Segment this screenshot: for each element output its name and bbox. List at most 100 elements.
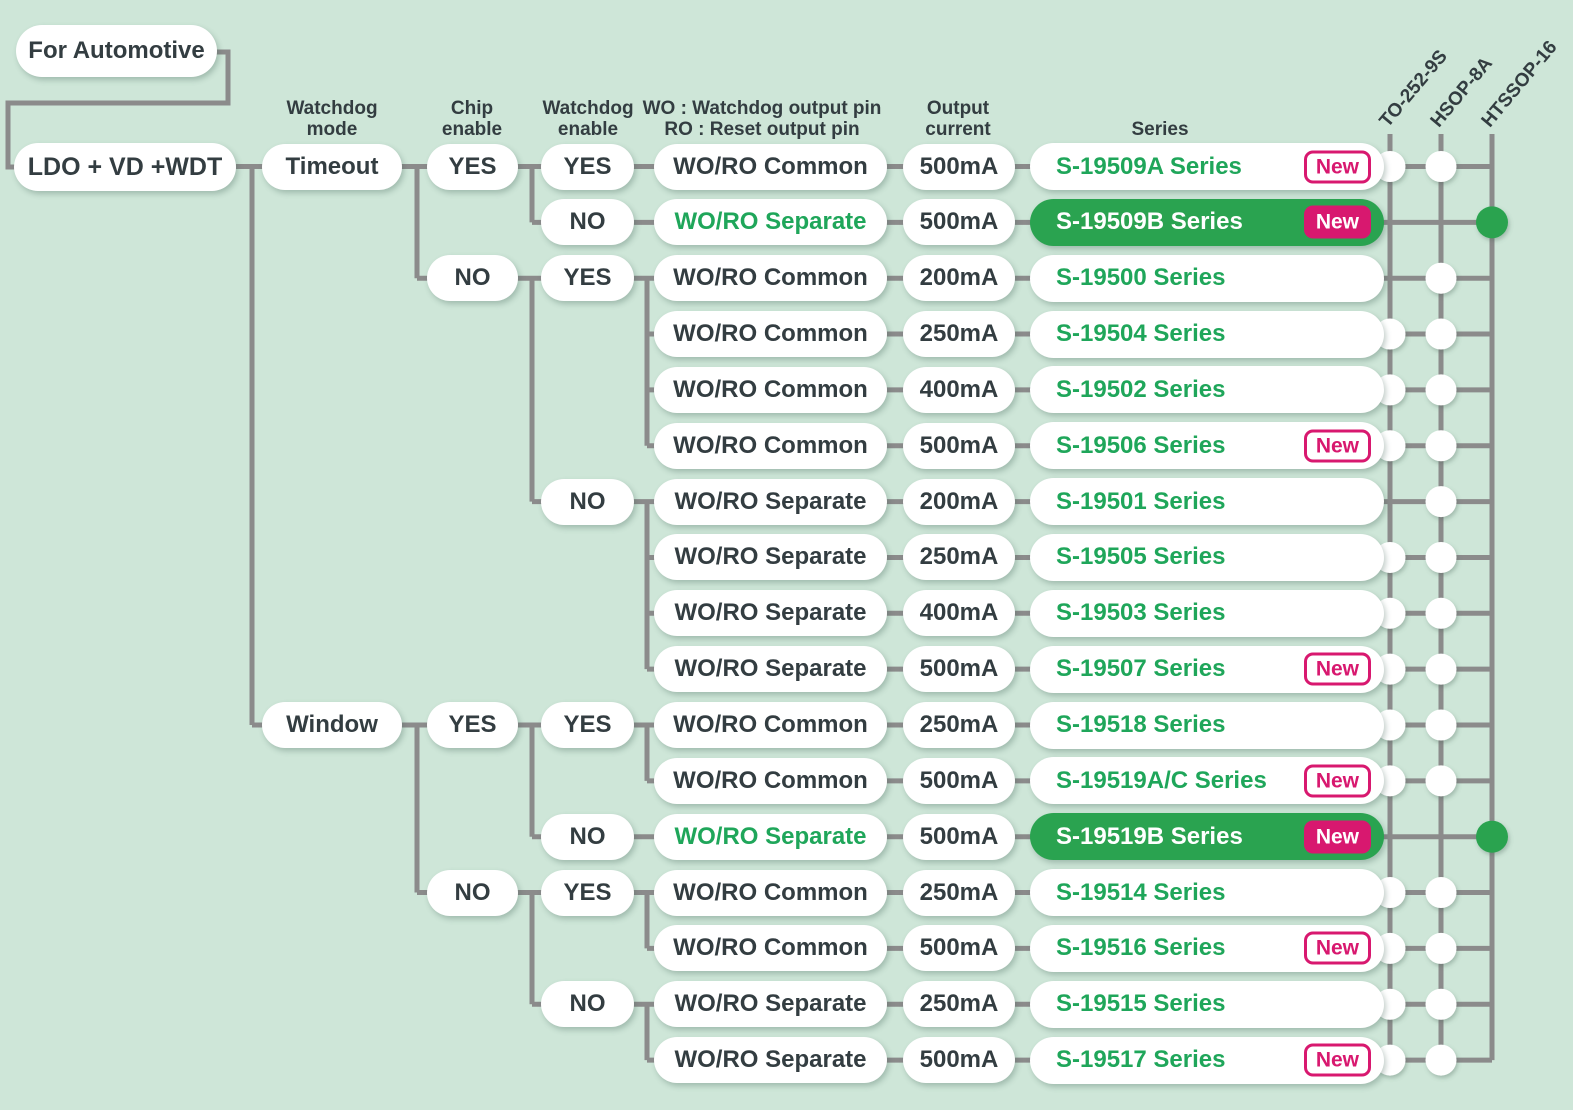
package-dot-hsop-8a [1425, 318, 1457, 350]
output-current-pill: 250mA [903, 534, 1015, 581]
series-pill-label: S-19509B Series [1056, 208, 1243, 236]
package-dot-hsop-8a [1425, 541, 1457, 573]
series-pill-label: S-19500 Series [1056, 264, 1226, 292]
series-pill[interactable]: S-19505 Series [1030, 533, 1384, 581]
wo-ro-pill: WO/RO Separate [654, 590, 887, 637]
chip-enable-1-1-pill: NO [427, 869, 518, 916]
wo-ro-pill: WO/RO Common [654, 255, 887, 302]
series-pill[interactable]: S-19515 Series [1030, 980, 1384, 1028]
output-current-pill-label: 250mA [919, 878, 999, 906]
series-header: Series [1131, 119, 1189, 140]
wo-ro-pill-label: WO/RO Common [673, 878, 868, 906]
wo-ro-pill: WO/RO Common [654, 702, 887, 748]
series-pill[interactable]: S-19519B Series New [1030, 813, 1384, 861]
chip-enable-1-0-pill-label: YES [448, 711, 497, 738]
wo-ro-pill-label: WO/RO Separate [674, 990, 867, 1018]
output-current-pill-label: 500mA [919, 1046, 999, 1074]
series-pill[interactable]: S-19519A/C Series New [1030, 757, 1384, 805]
output-current-pill: 500mA [903, 1037, 1015, 1084]
output-current-pill: 500mA [903, 925, 1015, 972]
series-pill[interactable]: S-19514 Series [1030, 869, 1384, 917]
new-badge: New [1303, 652, 1371, 686]
watchdog-enable-1-0-1-pill-label: NO [569, 822, 606, 850]
series-pill-label: S-19503 Series [1056, 599, 1226, 627]
package-dot-hsop-8a [1425, 430, 1457, 462]
pin-legend-line2: RO : Reset output pin [664, 119, 860, 140]
watchdog-enable-1-0-0-pill: YES [541, 702, 634, 748]
output-current-pill: 250mA [903, 311, 1015, 358]
watchdog-enable-1-1-1-pill: NO [541, 981, 634, 1028]
wo-ro-pill: WO/RO Separate [654, 199, 887, 246]
watchdog-enable-1-1-0-pill: YES [541, 869, 634, 916]
chip-enable-header: Chip enable [441, 98, 503, 140]
watchdog-enable-1-0-0-pill-label: YES [563, 711, 612, 738]
package-dot-hsop-8a [1425, 262, 1457, 294]
series-pill-label: S-19509A Series [1056, 152, 1242, 180]
wo-ro-pill: WO/RO Separate [654, 981, 887, 1028]
series-pill-label: S-19519A/C Series [1056, 766, 1267, 794]
wo-ro-pill-label: WO/RO Separate [674, 543, 867, 571]
watchdog-mode-timeout-pill-label: Timeout [285, 152, 379, 180]
output-current-pill: 250mA [903, 869, 1015, 916]
watchdog-enable-0-0-1-pill: NO [541, 199, 634, 246]
output-current-pill-label: 500mA [919, 934, 999, 962]
output-current-pill: 250mA [903, 981, 1015, 1028]
output-current-pill-label: 500mA [919, 766, 999, 794]
series-pill[interactable]: S-19500 Series [1030, 254, 1384, 302]
output-current-header: Output current [925, 98, 991, 140]
output-current-pill: 400mA [903, 366, 1015, 413]
series-pill-label: S-19517 Series [1056, 1046, 1226, 1074]
series-pill-label: S-19515 Series [1056, 990, 1226, 1018]
series-pill[interactable]: S-19502 Series [1030, 366, 1384, 414]
series-pill[interactable]: S-19504 Series [1030, 310, 1384, 358]
package-dot-htssop-16 [1476, 820, 1508, 853]
root-pill: LDO + VD +WDT [14, 143, 236, 191]
new-badge: New [1303, 820, 1371, 854]
output-current-pill-label: 200mA [919, 264, 999, 292]
series-pill[interactable]: S-19501 Series [1030, 478, 1384, 526]
series-pill[interactable]: S-19518 Series [1030, 701, 1384, 749]
wo-ro-pill: WO/RO Common [654, 422, 887, 469]
wo-ro-pill-label: WO/RO Common [673, 766, 868, 794]
pin-legend-line1: WO : Watchdog output pin [642, 98, 882, 119]
output-current-pill: 500mA [903, 813, 1015, 860]
pin-legend-header: WO : Watchdog output pin RO : Reset outp… [637, 92, 887, 140]
output-current-pill-label: 250mA [919, 711, 999, 738]
output-current-pill-label: 400mA [919, 375, 999, 403]
package-dot-hsop-8a [1425, 374, 1457, 406]
new-badge: New [1303, 764, 1371, 798]
watchdog-enable-0-1-0-pill-label: YES [563, 264, 612, 292]
watchdog-mode-window-pill-label: Window [286, 711, 378, 738]
package-dot-hsop-8a [1425, 1044, 1457, 1076]
package-dot-hsop-8a [1425, 486, 1457, 518]
output-current-pill: 500mA [903, 646, 1015, 693]
root-label: LDO + VD +WDT [27, 152, 223, 181]
series-pill-label: S-19506 Series [1056, 431, 1226, 459]
wo-ro-pill-label: WO/RO Common [673, 264, 868, 292]
output-current-pill-label: 250mA [919, 543, 999, 571]
wo-ro-pill-label: WO/RO Separate [674, 599, 867, 627]
package-dot-hsop-8a [1425, 653, 1457, 685]
series-pill-label: S-19501 Series [1056, 487, 1226, 515]
wo-ro-pill-label: WO/RO Common [673, 934, 868, 962]
chip-enable-0-0-pill: YES [427, 143, 518, 190]
wo-ro-pill-label: WO/RO Separate [674, 822, 867, 850]
output-current-pill: 500mA [903, 757, 1015, 804]
series-pill-label: S-19519B Series [1056, 822, 1243, 850]
wo-ro-pill-label: WO/RO Common [673, 711, 868, 738]
wo-ro-pill: WO/RO Common [654, 757, 887, 804]
wo-ro-pill: WO/RO Separate [654, 813, 887, 860]
watchdog-enable-0-1-1-pill: NO [541, 478, 634, 525]
series-pill-label: S-19505 Series [1056, 543, 1226, 571]
series-pill-label: S-19504 Series [1056, 320, 1226, 348]
output-current-pill: 400mA [903, 590, 1015, 637]
watchdog-enable-0-0-0-pill-label: YES [563, 152, 612, 180]
series-pill[interactable]: S-19503 Series [1030, 589, 1384, 637]
